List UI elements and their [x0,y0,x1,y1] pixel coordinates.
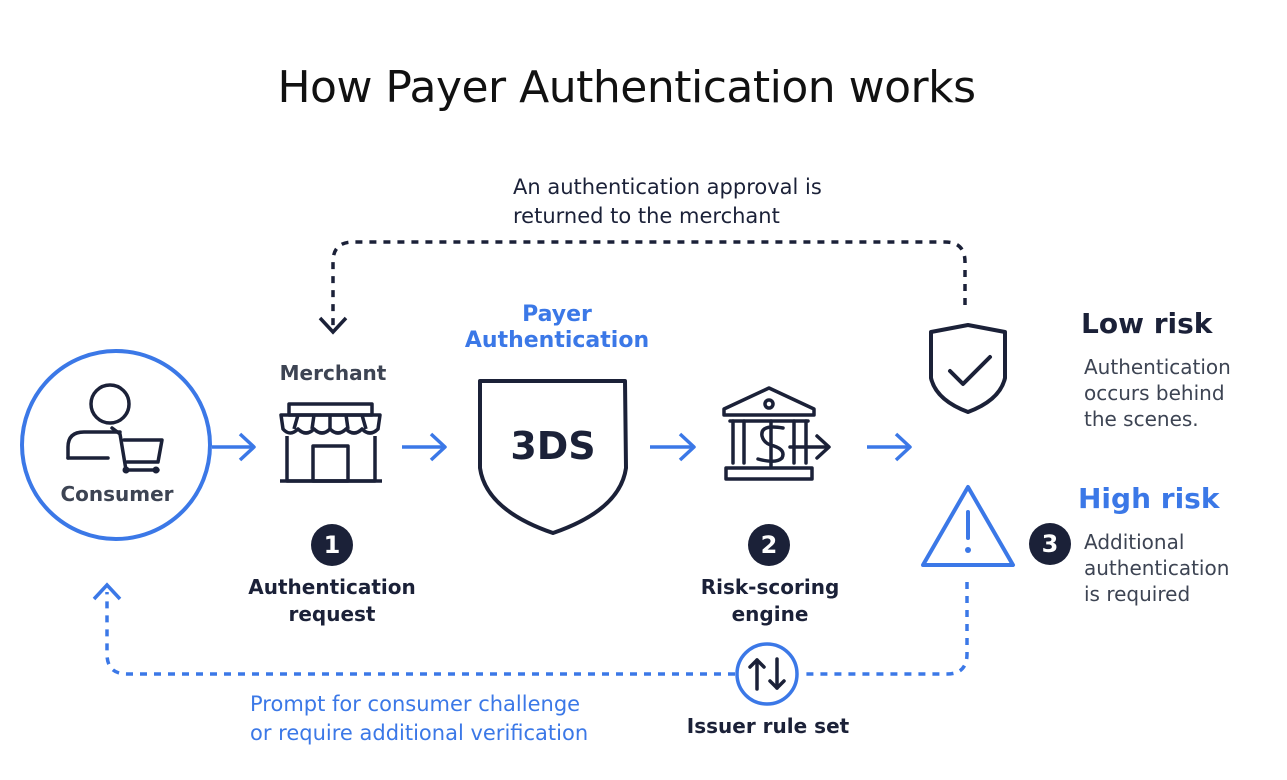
checkmark-icon [948,355,992,386]
low-risk-title: Low risk [1081,307,1213,340]
up-down-arrows-icon [748,657,786,691]
warning-triangle-icon [921,485,1015,567]
approval-note-line: An authentication approval is [513,175,822,199]
challenge-note-line: Prompt for consumer challenge [250,692,581,716]
bank-dollar-icon [722,386,831,481]
shield-3ds-text: 3DS [510,424,596,468]
payer-authentication-line: Authentication [464,328,650,353]
issuer-label: Issuer rule set [686,714,850,738]
cart-wheel-icon [152,466,160,474]
issuer-circle [735,642,799,706]
challenge-note-line: or require additional verification [250,721,589,745]
low-risk-description: Authentication occurs behind the scenes. [1084,354,1231,432]
person-cart-icon [66,383,164,472]
approval-arrowhead [318,316,348,335]
arrow-consumer-merchant [212,432,256,462]
shield-check-icon [929,323,1007,414]
shield-3ds-icon [478,379,628,535]
step-badge-3: 3 [1029,523,1071,565]
low-risk-line: Authentication [1084,355,1231,379]
step-label-line: Authentication [248,575,416,599]
high-risk-title: High risk [1078,482,1220,515]
step-label-line: engine [731,602,809,626]
challenge-arrowhead [92,582,122,601]
approval-note-line: returned to the merchant [513,204,780,228]
approval-return-path [331,240,967,328]
step-label-line: request [288,602,376,626]
arrow-bank-outcomes [867,432,912,462]
high-risk-line: Additional [1084,530,1185,554]
step-badge-2: 2 [748,524,790,566]
cart-wheel-icon [122,466,130,474]
challenge-note: Prompt for consumer challenge or require… [250,690,588,748]
challenge-return-path [800,582,969,676]
low-risk-line: occurs behind [1084,381,1225,405]
arrow-3ds-bank [650,432,696,462]
challenge-return-path-2 [105,592,735,676]
step-label-line: Risk-scoring [700,575,840,599]
arrow-merchant-3ds [402,432,447,462]
merchant-label: Merchant [279,361,387,385]
consumer-circle [20,349,212,541]
step-2-label: Risk-scoring engine [670,574,870,628]
consumer-label: Consumer [60,482,174,506]
low-risk-line: the scenes. [1084,407,1199,431]
high-risk-description: Additional authentication is required [1084,529,1229,607]
warning-dot-icon [965,547,971,553]
storefront-icon [279,402,382,483]
page-title: How Payer Authentication works [277,62,976,113]
approval-note: An authentication approval is returned t… [513,173,822,231]
step-1-label: Authentication request [232,574,432,628]
payer-authentication-label: Payer Authentication [440,302,674,354]
payer-authentication-line: Payer [522,302,592,327]
high-risk-line: is required [1084,582,1191,606]
step-badge-1: 1 [311,524,353,566]
high-risk-line: authentication [1084,556,1230,580]
